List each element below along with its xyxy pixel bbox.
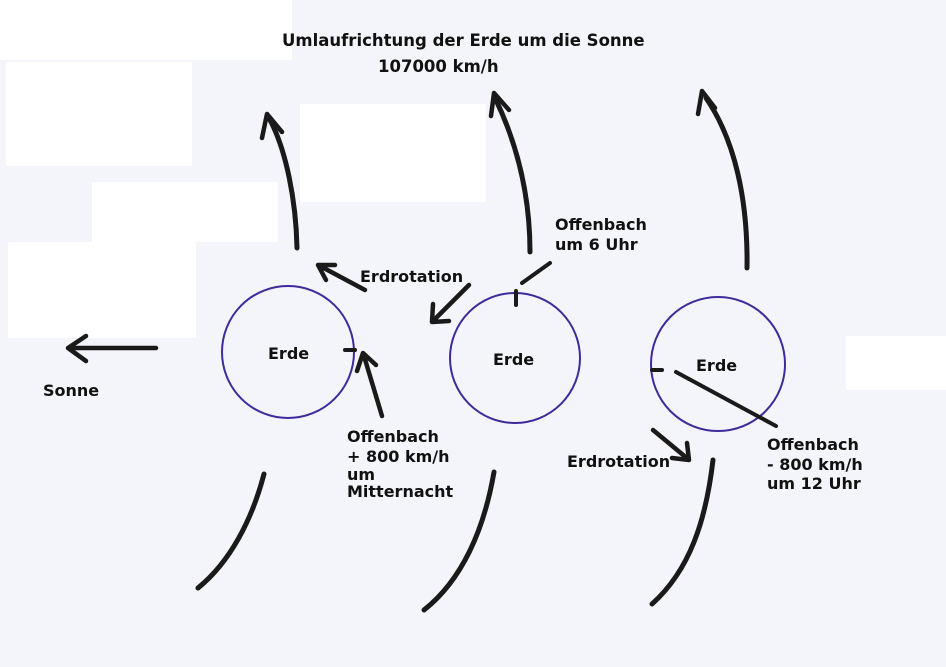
orbit-path-stroke-2 [421, 469, 497, 613]
orbit-direction-arrow-3 [703, 95, 750, 271]
offenbach-midnight-line2: + 800 km/h [347, 447, 450, 466]
offenbach-midnight: Offenbach + 800 km/h um Mitternacht [347, 350, 454, 501]
orbit-path-stroke-1 [195, 471, 267, 591]
rotation-indicator-2: Erdrotation [567, 427, 692, 471]
earth-2-label: Erde [493, 350, 534, 369]
sun-label: Sonne [43, 381, 99, 400]
earth-2: Erde [449, 289, 581, 424]
offenbach-6am: Offenbach um 6 Uhr [520, 215, 647, 285]
title-line1: Umlaufrichtung der Erde um die Sonne [282, 31, 645, 50]
offenbach-midnight-line1: Offenbach [347, 427, 439, 446]
whiteout-patches [0, 0, 946, 390]
rotation-indicator-1: Erdrotation [315, 262, 472, 325]
whiteout-patch [846, 336, 946, 390]
orbit-direction-arrow-1-head [259, 111, 285, 141]
offenbach-6am-line2: um 6 Uhr [555, 235, 638, 254]
offenbach-noon-line3: um 12 Uhr [767, 474, 861, 493]
title: Umlaufrichtung der Erde um die Sonne 107… [282, 31, 645, 76]
rotation-arrow-diagonal [650, 427, 692, 463]
orbit-direction-arrow-1 [267, 117, 300, 251]
rotation-label-1: Erdrotation [360, 267, 463, 286]
offenbach-noon-line1: Offenbach [767, 435, 859, 454]
title-speed: 107000 km/h [378, 57, 499, 76]
offenbach-6am-line1: Offenbach [555, 215, 647, 234]
orbit-direction-arrows [259, 88, 750, 271]
earth-1: Erde [221, 285, 357, 419]
whiteout-patch [92, 182, 278, 242]
orbit-direction-arrow-3-head [695, 88, 718, 117]
sun-direction: Sonne [43, 333, 159, 400]
whiteout-patch [0, 0, 292, 60]
earth-3: Erde [650, 296, 786, 432]
offenbach-noon: Offenbach - 800 km/h um 12 Uhr [674, 370, 863, 493]
earth-1-label: Erde [268, 344, 309, 363]
orbit-path-stroke-3 [649, 457, 716, 607]
offenbach-noon-pointer [674, 370, 778, 428]
offenbach-6am-pointer [520, 261, 552, 285]
rotation-arrow-left [315, 262, 368, 293]
whiteout-patch [8, 242, 196, 338]
orbit-direction-arrow-2-head [488, 90, 512, 119]
whiteout-patch [300, 104, 486, 202]
offenbach-midnight-line4: Mitternacht [347, 482, 454, 501]
orbit-path-strokes [195, 457, 716, 613]
offenbach-noon-line2: - 800 km/h [767, 455, 863, 474]
earth-3-label: Erde [696, 356, 737, 375]
sun-arrow [65, 333, 159, 364]
offenbach-midnight-pointer [354, 350, 385, 419]
rotation-arrow-down [429, 282, 472, 325]
whiteout-patch [6, 62, 192, 166]
orbit-direction-arrow-2 [493, 97, 533, 255]
offenbach-midnight-line3: um [347, 465, 375, 484]
earth-3-circle [650, 296, 786, 432]
rotation-label-2: Erdrotation [567, 452, 670, 471]
